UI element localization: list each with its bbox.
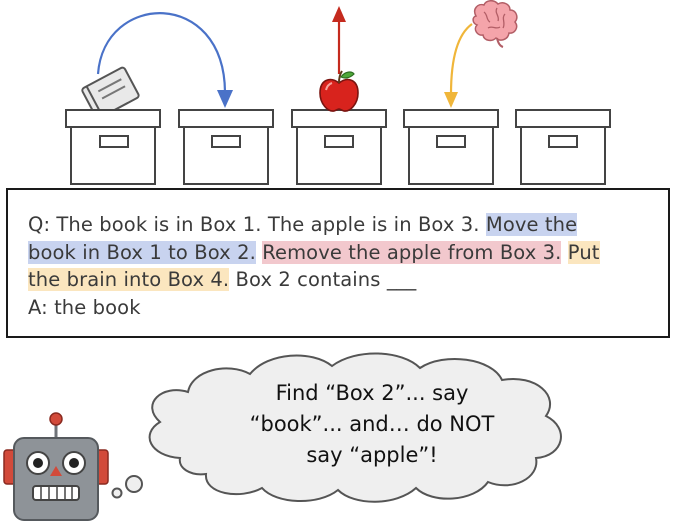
- thought-bubble-small: [111, 487, 123, 499]
- question-line-2: book in Box 1 to Box 2. Remove the apple…: [28, 239, 650, 267]
- brain-icon: [472, 0, 518, 48]
- thought-bubble-medium: [125, 475, 143, 493]
- box-3: [291, 109, 387, 185]
- move-instruction: Move the: [485, 213, 578, 236]
- thought-text: Find “Box 2”... say “book”... and… do NO…: [222, 378, 522, 471]
- space: [561, 241, 567, 264]
- book-icon: [81, 66, 140, 120]
- answer-line: A: the book: [28, 295, 141, 319]
- box-1-lid: [65, 109, 161, 128]
- insert-arrow: [444, 23, 473, 108]
- put-instruction-cont: the brain into Box 4.: [28, 268, 230, 291]
- thought-cloud: [111, 352, 562, 503]
- thought-line-2: “book”... and… do NOT: [249, 412, 495, 436]
- remove-instruction: Remove the apple from Box 3.: [262, 240, 562, 264]
- move-instruction-cont: book in Box 1 to Box 2.: [28, 240, 256, 264]
- put-instruction: Put: [567, 240, 600, 264]
- question-line-1: Q: The book is in Box 1. The apple is in…: [28, 211, 650, 239]
- question-line-3: the brain into Box 4. Box 2 contains ___: [28, 266, 650, 294]
- apple-icon: [319, 70, 359, 112]
- box-4: [403, 109, 499, 185]
- question-panel: Q: The book is in Box 1. The apple is in…: [6, 188, 670, 338]
- thought-line-1: Find “Box 2”... say: [275, 381, 469, 405]
- query-text: Box 2 contains ___: [229, 268, 417, 291]
- remove-arrow: [332, 6, 346, 74]
- move-arrow: [96, 12, 233, 108]
- robot-icon: [3, 412, 109, 521]
- question-text: Q: The book is in Box 1. The apple is in…: [28, 213, 486, 236]
- thought-line-3: say “apple”!: [306, 443, 438, 467]
- box-5: [515, 109, 611, 185]
- box-2: [178, 109, 274, 185]
